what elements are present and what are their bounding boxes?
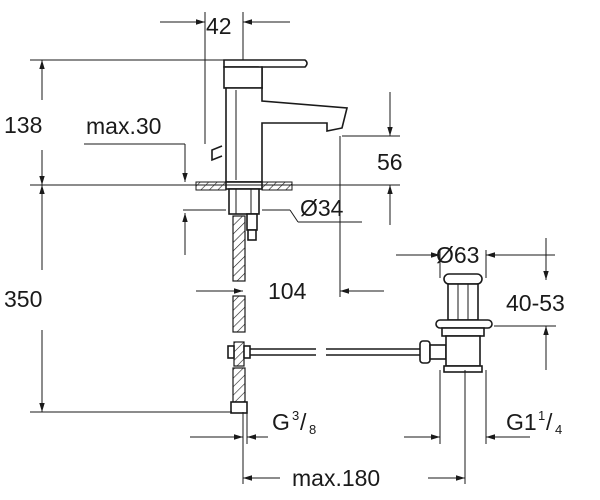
spout-clearance-label: 56 bbox=[377, 149, 403, 175]
tap-body bbox=[211, 59, 349, 183]
tap-height-label: 138 bbox=[4, 112, 42, 138]
dimension-arrows bbox=[39, 19, 549, 481]
waste-thread-label: G1 1 / 4 bbox=[506, 408, 562, 437]
waste-diameter-label: Ø63 bbox=[436, 242, 479, 268]
inlet-thread-letter: G bbox=[272, 409, 290, 435]
pull-rod bbox=[227, 340, 447, 364]
inlet-thread-label: G 3 / 8 bbox=[272, 408, 316, 437]
waste-thread-slash: / bbox=[546, 409, 553, 435]
hole-diameter-label: Ø34 bbox=[300, 195, 344, 221]
flexible-hose bbox=[230, 215, 248, 414]
waste-valve bbox=[435, 273, 493, 373]
max-spread-label: max.180 bbox=[292, 465, 380, 491]
waste-thread-main: G1 bbox=[506, 409, 537, 435]
waste-thread-denominator: 4 bbox=[555, 422, 562, 437]
spout-width-label: 42 bbox=[206, 13, 232, 39]
waste-thread-numerator: 1 bbox=[538, 408, 545, 423]
inlet-thread-denominator: 8 bbox=[309, 422, 316, 437]
total-height-label: 350 bbox=[4, 286, 42, 312]
inlet-thread-slash: / bbox=[300, 409, 307, 435]
waste-range-label: 40-53 bbox=[506, 290, 565, 316]
projection-label: 104 bbox=[268, 278, 307, 304]
max-thickness-label: max.30 bbox=[86, 113, 161, 139]
inlet-thread-numerator: 3 bbox=[292, 408, 299, 423]
